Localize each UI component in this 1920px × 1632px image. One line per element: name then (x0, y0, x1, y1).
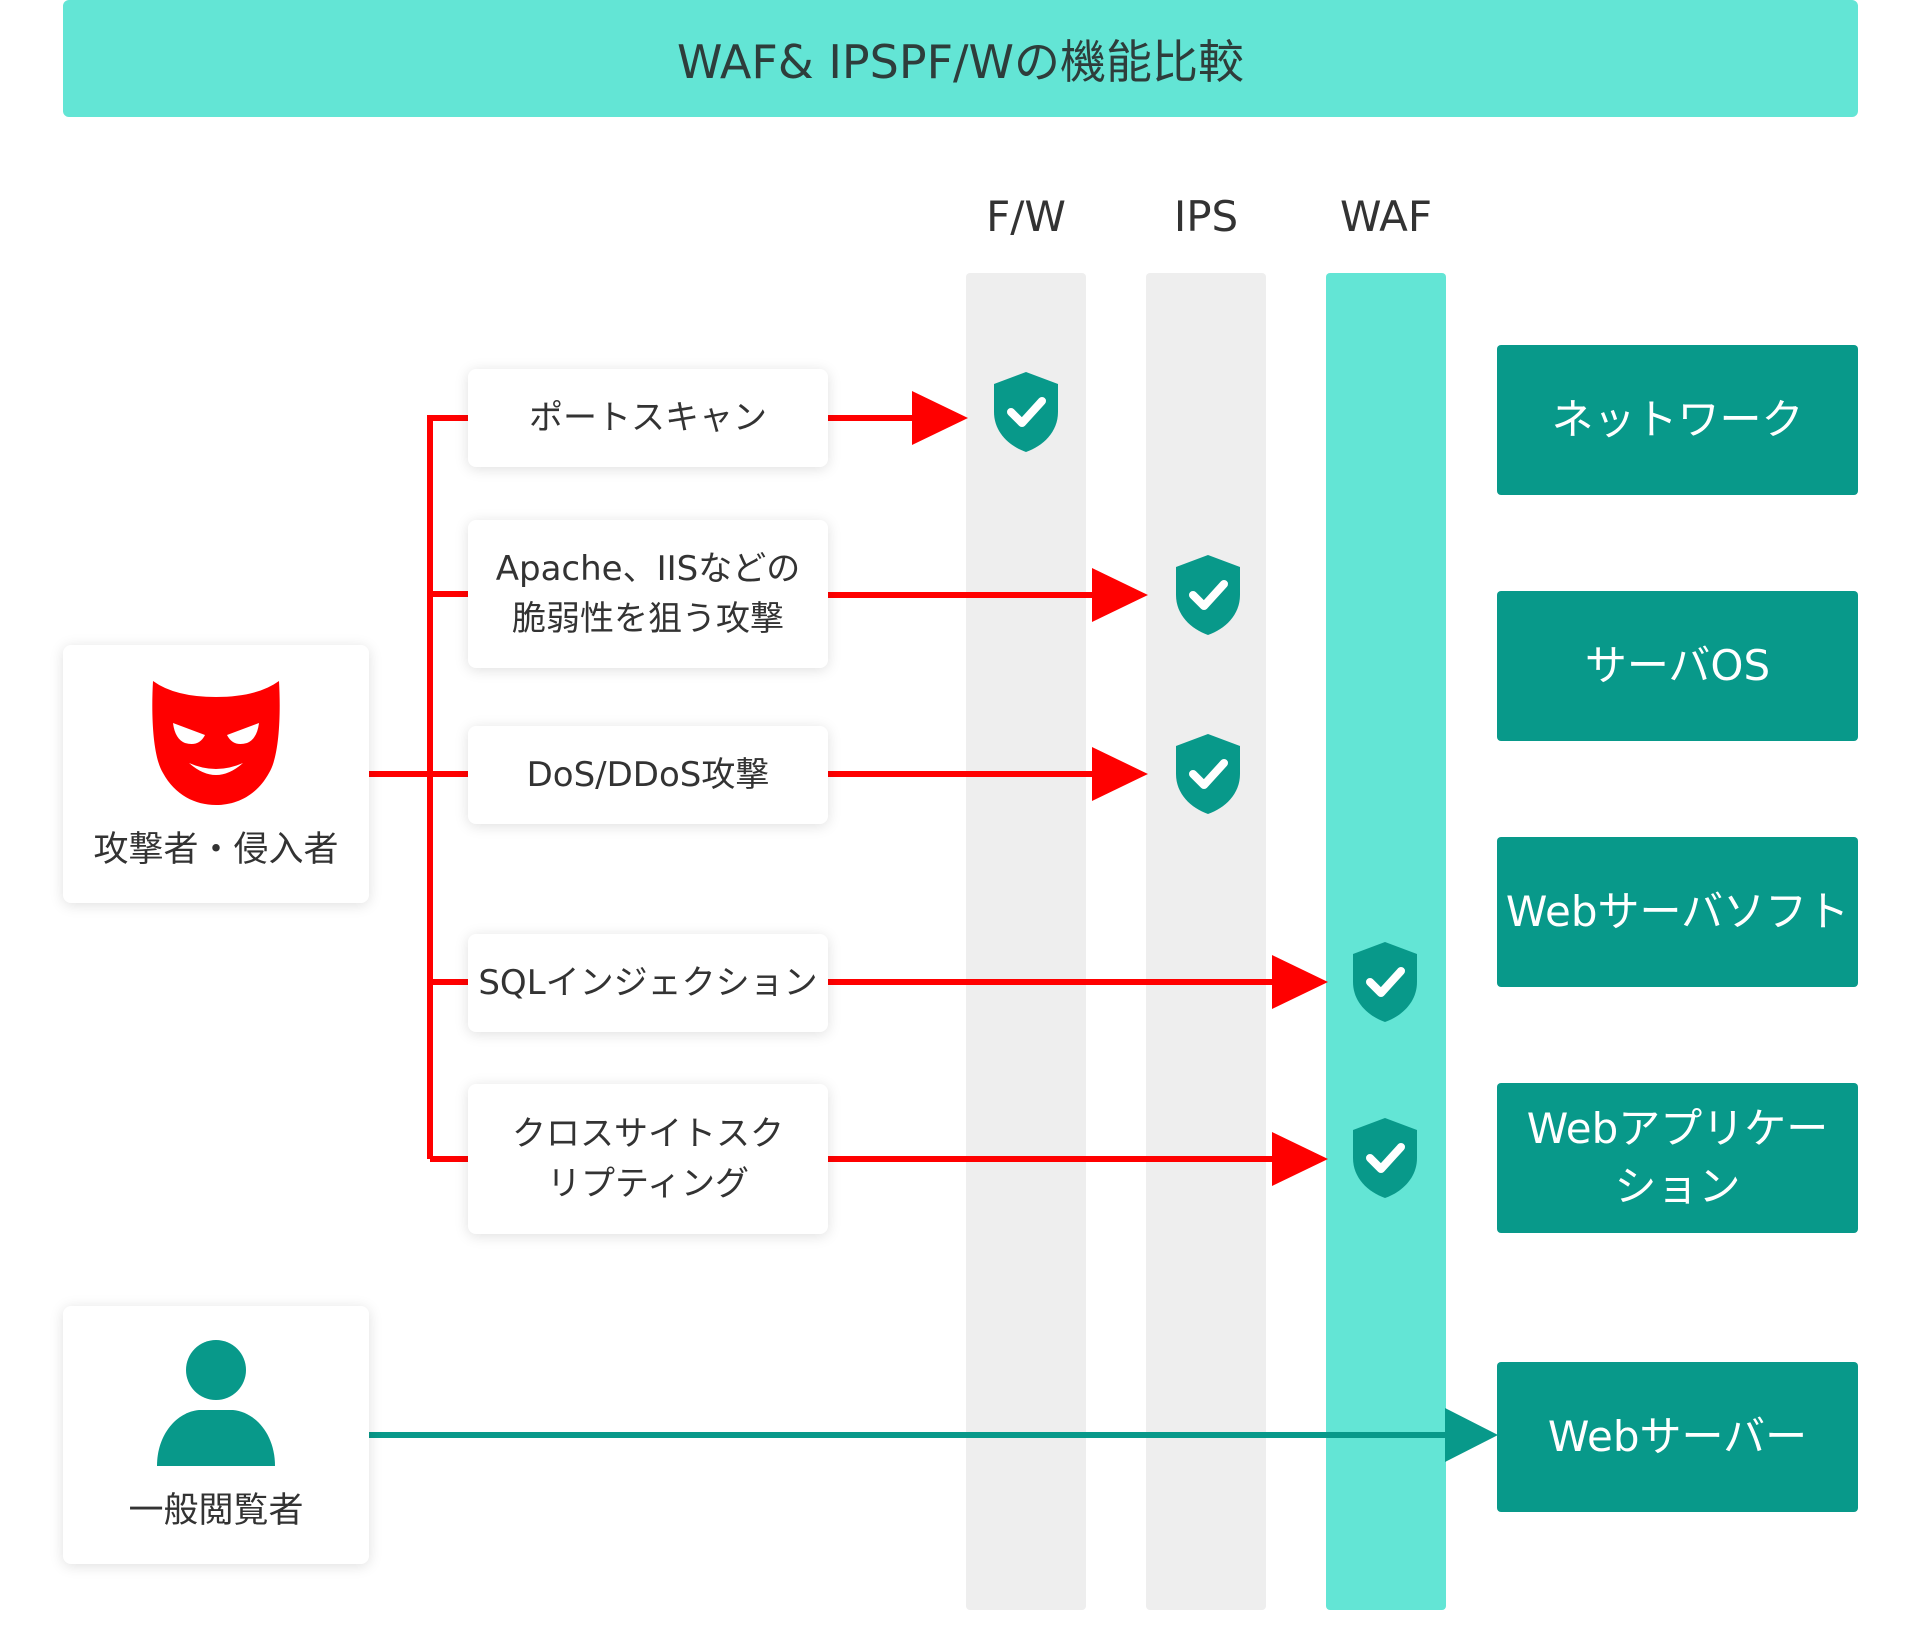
target-label: サーバOS (1584, 641, 1771, 690)
shield-check-icon (1353, 1118, 1417, 1198)
viewer-card: 一般閲覧者 (63, 1306, 369, 1564)
attack-arrowhead-1 (912, 391, 968, 445)
attacker-card: 攻撃者・侵入者 (63, 645, 369, 903)
target-web-server-software: Webサーバソフト (1497, 837, 1858, 987)
target-server-os: サーバOS (1497, 591, 1858, 741)
viewer-label: 一般閲覧者 (128, 1490, 304, 1531)
person-icon (157, 1339, 275, 1466)
target-web-application: Webアプリケー ション (1497, 1083, 1858, 1233)
attack-arrowhead-5 (1272, 1132, 1328, 1186)
column-header-ips: IPS (1173, 192, 1239, 241)
attack-arrowhead-3 (1092, 747, 1148, 801)
title-banner: WAF& IPSPF/Wの機能比較 (63, 0, 1858, 117)
attack-card-port-scan: ポートスキャン (468, 369, 828, 467)
column-fw (966, 273, 1086, 1610)
target-label: Webサーバソフト (1505, 887, 1850, 936)
target-network: ネットワーク (1497, 345, 1858, 495)
attack-card-xss: クロスサイトスク リプティング (468, 1084, 828, 1234)
column-ips (1146, 273, 1266, 1610)
shield-check-icon (994, 372, 1058, 452)
column-waf (1326, 273, 1446, 1610)
target-label: Webアプリケー ション (1526, 1104, 1829, 1211)
attack-card-sql-injection: SQLインジェクション (468, 934, 828, 1032)
target-label: Webサーバー (1547, 1412, 1808, 1461)
attack-label: SQLインジェクション (478, 963, 818, 1003)
attack-label: DoS/DDoS攻撃 (526, 755, 770, 795)
villain-mask-icon (152, 680, 280, 805)
target-web-server: Webサーバー (1497, 1362, 1858, 1512)
shield-check-icon (1176, 555, 1240, 635)
column-header-waf: WAF (1339, 192, 1433, 241)
attack-label: ポートスキャン (529, 398, 767, 438)
viewer-arrowhead (1445, 1408, 1498, 1462)
attack-card-dos: DoS/DDoS攻撃 (468, 726, 828, 824)
shield-check-icon (1176, 734, 1240, 814)
attack-label: クロスサイトスク リプティング (512, 1114, 784, 1204)
shield-check-icon (1353, 942, 1417, 1022)
target-label: ネットワーク (1551, 395, 1804, 444)
attack-arrowhead-2 (1092, 568, 1148, 622)
column-header-fw: F/W (986, 192, 1066, 241)
attack-arrowhead-4 (1272, 955, 1328, 1009)
attacker-label: 攻撃者・侵入者 (93, 829, 339, 870)
diagram-title: WAF& IPSPF/Wの機能比較 (676, 34, 1245, 89)
attack-label: Apache、IISなどの 脆弱性を狙う攻撃 (495, 549, 801, 639)
attack-card-vulnerability: Apache、IISなどの 脆弱性を狙う攻撃 (468, 520, 828, 668)
